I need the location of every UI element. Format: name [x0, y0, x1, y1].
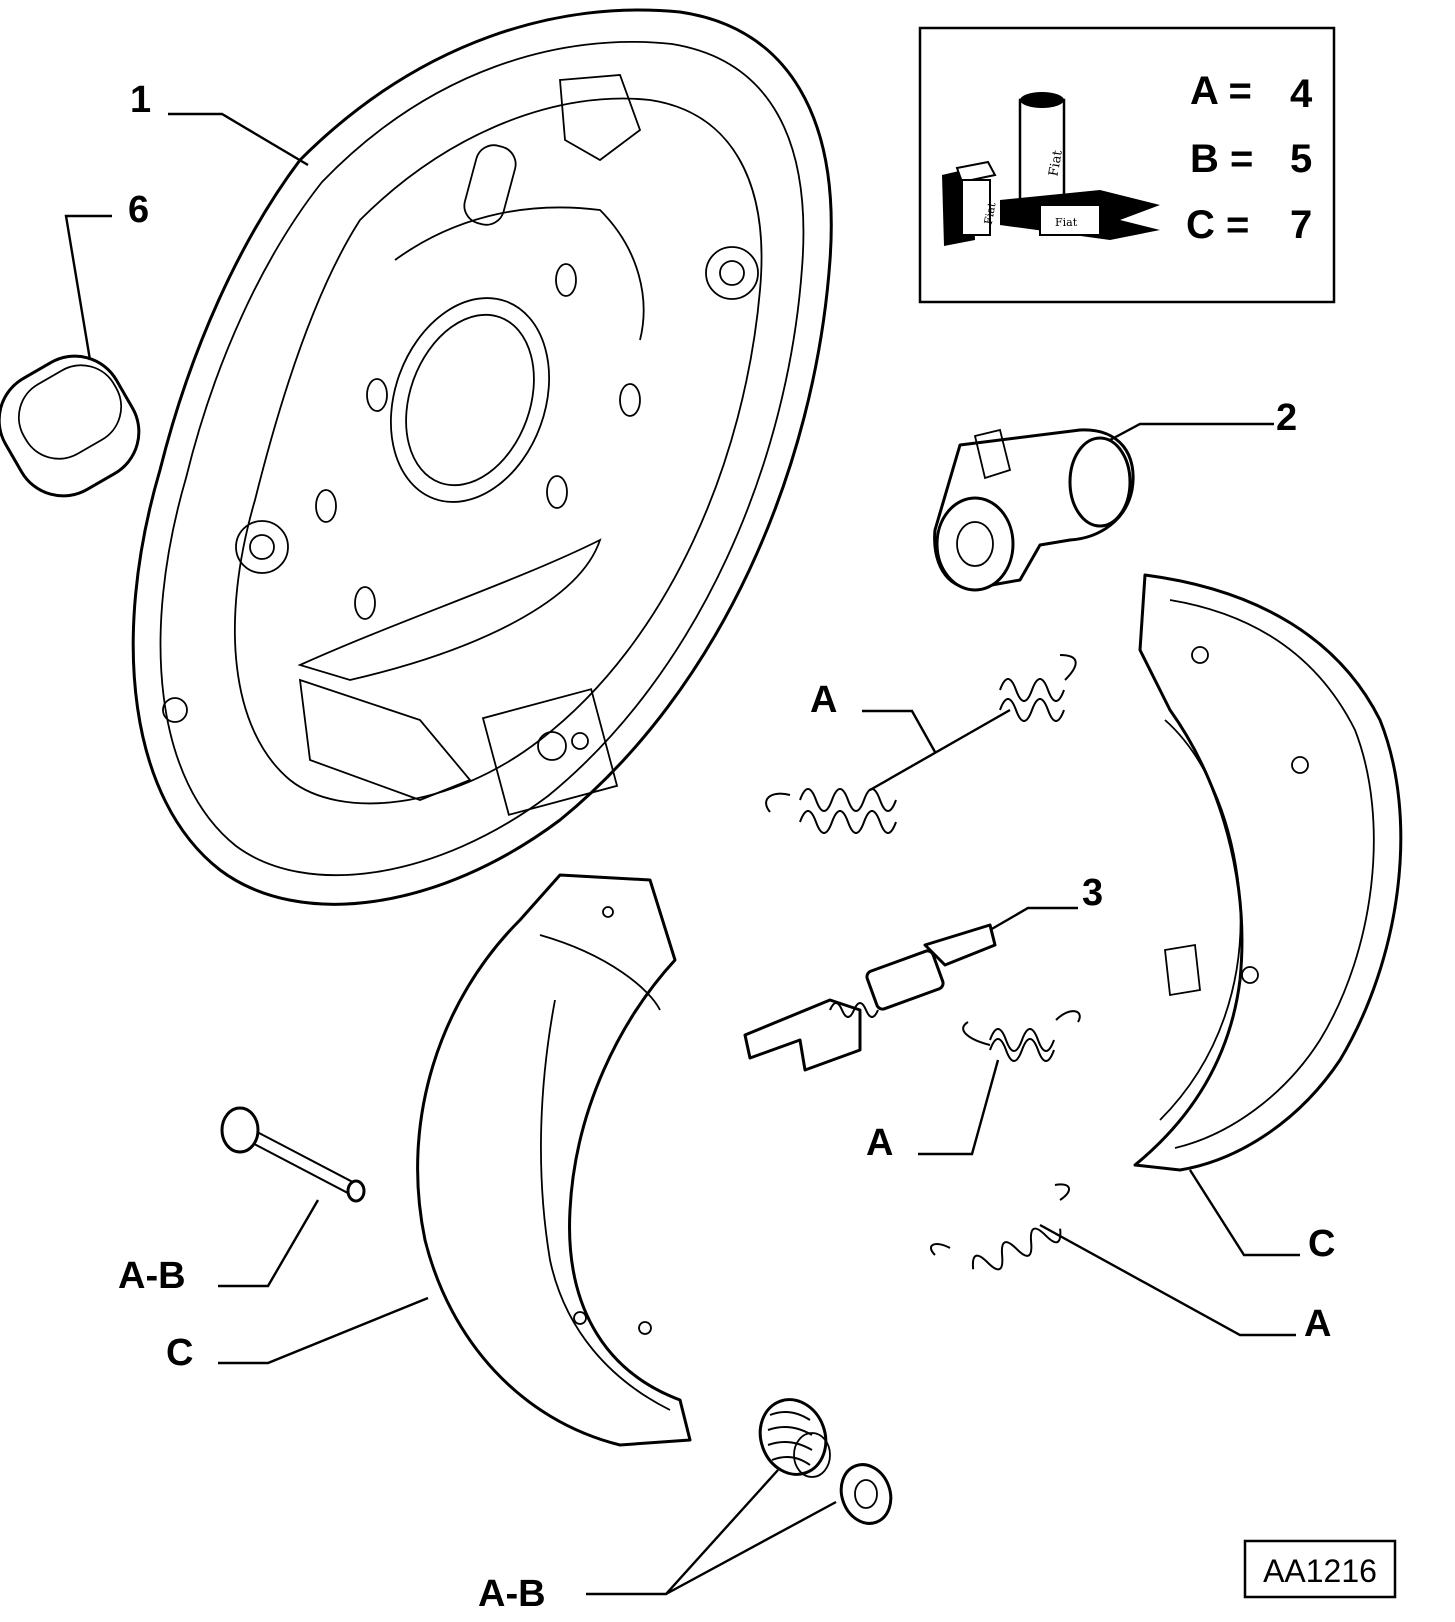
- legend-key-a: A =: [1190, 69, 1252, 113]
- callout-a-mid: A: [866, 1122, 893, 1164]
- legend-value-b: 5: [1290, 137, 1312, 181]
- legend-value-c: 7: [1290, 203, 1312, 247]
- wheel-cylinder: [933, 428, 1135, 592]
- callout-a-low: A: [1304, 1303, 1331, 1345]
- lubricant-pack-icon: Fiat Fiat Fiat: [942, 92, 1160, 246]
- callout-c-left: C: [166, 1332, 193, 1374]
- svg-text:Fiat: Fiat: [982, 201, 999, 226]
- brake-shoe-right: [1133, 573, 1403, 1172]
- svg-text:Fiat: Fiat: [1046, 148, 1065, 177]
- legend-key-b: B =: [1190, 137, 1253, 181]
- hold-down-spring: [758, 1398, 831, 1478]
- spring-a-lower: [930, 1183, 1070, 1271]
- legend-value-a: 4: [1290, 72, 1313, 116]
- brake-shoe-left: [416, 873, 692, 1447]
- adjuster-strut: [743, 923, 997, 1072]
- callout-a-top: A: [810, 679, 837, 721]
- legend-key-c: C =: [1186, 203, 1249, 247]
- hold-down-pin: [220, 1106, 366, 1203]
- reference-code-box: AA1216: [1243, 1539, 1397, 1599]
- lubricant-legend: Fiat Fiat Fiat A = 4 B = 5 C = 7: [918, 26, 1336, 304]
- reference-code: AA1216: [1263, 1553, 1377, 1589]
- callout-c-right: C: [1308, 1223, 1335, 1265]
- callout-labels: 1 6 2 A 3 A C A A-B C A-B: [118, 79, 1335, 1615]
- callout-2: 2: [1276, 397, 1297, 439]
- svg-text:Fiat: Fiat: [1055, 216, 1078, 229]
- backing-plate: [131, 8, 833, 906]
- callout-1: 1: [130, 79, 151, 121]
- leader-lines: [64, 112, 1300, 1596]
- callout-6: 6: [128, 189, 149, 231]
- spring-link-a-top: [765, 654, 1077, 834]
- callout-ab-pin: A-B: [118, 1255, 186, 1297]
- callout-3: 3: [1082, 872, 1103, 914]
- spring-cup: [839, 1463, 893, 1525]
- callout-ab-spring: A-B: [478, 1573, 546, 1615]
- spring-a-middle: [962, 1010, 1081, 1062]
- rubber-plug: [0, 354, 141, 498]
